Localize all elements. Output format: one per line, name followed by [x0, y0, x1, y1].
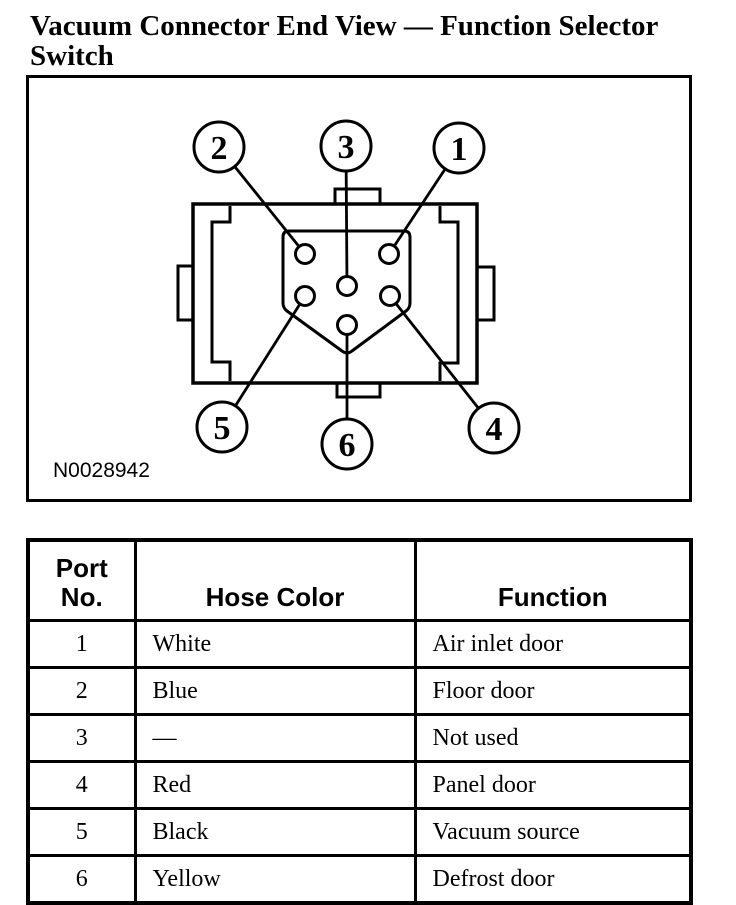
page-title: Vacuum Connector End View — Function Sel…: [30, 10, 658, 72]
table-row: 2 Blue Floor door: [26, 666, 693, 716]
cell-hose-color: Blue: [133, 666, 417, 716]
callout-circle-1: [432, 121, 486, 175]
cell-hose-color: Black: [133, 807, 417, 857]
table-header-row: Port No. Hose Color Function: [26, 538, 693, 622]
vacuum-ports: [294, 243, 401, 336]
table-row: 1 White Air inlet door: [26, 619, 693, 669]
header-function: Function: [413, 538, 693, 622]
callout-number-4: 4: [486, 411, 503, 448]
connector-housing: [176, 187, 496, 399]
table-row: 6 Yellow Defrost door: [26, 854, 693, 905]
cell-port-no: 1: [26, 619, 137, 669]
callout-number-6: 6: [339, 427, 356, 464]
connector-end-view-diagram: 2 3 1 5 6 4 N0028942: [53, 119, 521, 482]
connector-bottom-tab: [335, 383, 382, 399]
table-row: 4 Red Panel door: [26, 760, 693, 810]
connector-right-tab: [476, 265, 496, 322]
cell-function: Air inlet door: [413, 619, 693, 669]
cell-hose-color: Red: [133, 760, 417, 810]
callout-circle-5: [195, 400, 249, 454]
port-5-hole: [294, 285, 316, 307]
port-4-hole: [379, 285, 401, 307]
cell-port-no: 3: [26, 713, 137, 763]
callout-number-2: 2: [211, 130, 228, 167]
cell-function: Vacuum source: [413, 807, 693, 857]
cell-function: Not used: [413, 713, 693, 763]
callout-numbers: 2 3 1 5 6 4: [211, 129, 503, 464]
callout-number-1: 1: [451, 131, 468, 168]
callout-number-3: 3: [338, 129, 355, 166]
header-port-no: Port No.: [26, 538, 137, 622]
callout-circle-6: [320, 417, 374, 471]
leader-line-4: [388, 295, 496, 429]
port-1-hole: [378, 243, 400, 265]
cell-hose-color: White: [133, 619, 417, 669]
callout-number-5: 5: [214, 410, 231, 447]
connector-top-tab: [333, 187, 382, 204]
connector-left-tab: [176, 264, 194, 322]
connector-inner-bracket-left: [210, 206, 232, 381]
table-row: 3 — Not used: [26, 713, 693, 763]
cell-port-no: 4: [26, 760, 137, 810]
leader-lines: [217, 145, 496, 444]
cell-function: Defrost door: [413, 854, 693, 905]
port-3-hole: [336, 275, 358, 297]
cell-port-no: 6: [26, 854, 137, 905]
cell-port-no: 2: [26, 666, 137, 716]
table-row: 5 Black Vacuum source: [26, 807, 693, 857]
cell-hose-color: —: [133, 713, 417, 763]
callout-circle-2: [192, 120, 246, 174]
callout-circle-3: [319, 119, 373, 173]
port-2-hole: [294, 243, 316, 265]
cell-function: Panel door: [413, 760, 693, 810]
cell-function: Floor door: [413, 666, 693, 716]
cell-hose-color: Yellow: [133, 854, 417, 905]
callout-balloons: [192, 119, 521, 471]
figure-frame: 2 3 1 5 6 4 N0028942: [26, 75, 692, 502]
connector-inner-bracket-right: [438, 206, 460, 381]
port-6-hole: [336, 314, 358, 336]
callout-circle-4: [467, 401, 521, 455]
header-hose-color: Hose Color: [133, 538, 417, 622]
figure-id-label: N0028942: [53, 459, 150, 482]
port-function-table: Port No. Hose Color Function 1 White Air…: [26, 538, 693, 905]
cell-port-no: 5: [26, 807, 137, 857]
